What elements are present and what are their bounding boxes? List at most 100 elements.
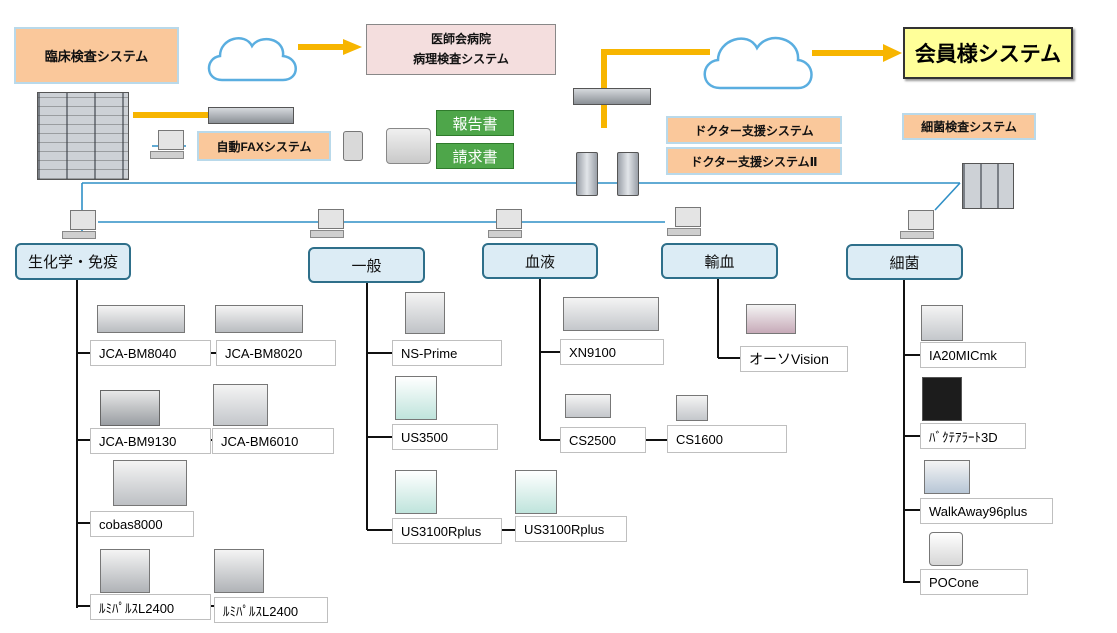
category-transfusion-label: 輸血: [704, 253, 735, 271]
invoice-doc: 請求書: [436, 143, 514, 169]
analyzer-image: [924, 460, 970, 494]
pathology-line1: 医師会病院: [430, 32, 491, 46]
device-lumipulse-1-label: ﾙﾐﾊﾟﾙｽL2400: [99, 600, 175, 616]
device-ortho-vision: オーソVision: [740, 346, 848, 372]
arrow-to-pathology: [343, 39, 362, 55]
device-pocone: POCone: [920, 569, 1028, 595]
report-label: 報告書: [452, 115, 498, 133]
server-tower-icon: [576, 152, 598, 196]
device-us3100-1: US3100Rplus: [392, 518, 502, 544]
category-general-label: 一般: [351, 257, 382, 275]
analyzer-image: [515, 470, 557, 514]
device-xn9100: XN9100: [560, 339, 664, 365]
doctor-support-label-1: ドクター支援システム: [694, 123, 814, 138]
server-tower-icon: [617, 152, 639, 196]
device-bm8020: JCA-BM8020: [216, 340, 336, 366]
pc-icon: [62, 210, 96, 239]
device-us3500-label: US3500: [401, 429, 448, 445]
device-ortho-vision-label: オーソVision: [749, 351, 829, 367]
device-lumipulse-2-label: ﾙﾐﾊﾟﾙｽL2400: [223, 603, 299, 619]
server-rack-icon: [37, 92, 129, 180]
pc-icon: [150, 130, 184, 159]
invoice-label: 請求書: [452, 148, 498, 166]
analyzer-image: [676, 395, 708, 421]
pathology-system-box: 医師会病院 病理検査システム: [366, 24, 556, 75]
clinical-system-label: 臨床検査システム: [44, 49, 149, 64]
device-cs1600-label: CS1600: [676, 431, 723, 447]
device-us3100-2-label: US3100Rplus: [524, 521, 605, 537]
device-walkaway-label: WalkAway96plus: [929, 503, 1028, 519]
device-cobas8000-label: cobas8000: [99, 516, 163, 532]
fax-system-label: 自動FAXシステム: [216, 139, 312, 154]
device-bm9130-label: JCA-BM9130: [99, 433, 177, 449]
device-us3100-2: US3100Rplus: [515, 516, 627, 542]
doctor-support-box-2: ドクター支援システムⅡ: [666, 147, 842, 175]
network-switch-icon: [573, 88, 651, 105]
category-general: 一般: [308, 247, 425, 283]
analyzer-image: [97, 305, 185, 333]
device-cs2500-label: CS2500: [569, 432, 616, 448]
doctor-support-label-2: ドクター支援システムⅡ: [690, 154, 818, 169]
analyzer-image: [405, 292, 445, 334]
analyzer-image: [929, 532, 963, 566]
server-rack-icon: [962, 163, 1014, 209]
device-xn9100-label: XN9100: [569, 344, 616, 360]
analyzer-image: [395, 470, 437, 514]
fax-system-box: 自動FAXシステム: [197, 131, 331, 161]
device-ns-prime-label: NS-Prime: [401, 345, 458, 361]
device-ns-prime: NS-Prime: [392, 340, 502, 366]
category-blood-label: 血液: [524, 253, 555, 271]
pc-icon: [488, 209, 522, 238]
device-bm8020-label: JCA-BM8020: [225, 345, 303, 361]
pc-icon: [667, 207, 701, 236]
device-ia20-label: IA20MICmk: [929, 347, 997, 363]
analyzer-image: [214, 549, 264, 593]
report-doc: 報告書: [436, 110, 514, 136]
analyzer-image: [215, 305, 303, 333]
printer-icon: [386, 128, 431, 164]
analyzer-image: [921, 305, 963, 341]
device-bm8040-label: JCA-BM8040: [99, 345, 177, 361]
arrow-to-member: [883, 44, 902, 62]
category-bacteria-label: 細菌: [889, 254, 920, 272]
category-transfusion: 輸血: [661, 243, 778, 279]
analyzer-image: [100, 549, 150, 593]
device-lumipulse-1: ﾙﾐﾊﾟﾙｽL2400: [90, 594, 211, 620]
analyzer-image: [746, 304, 796, 334]
device-cobas8000: cobas8000: [90, 511, 194, 537]
category-blood: 血液: [482, 243, 598, 279]
receipt-printer-icon: [343, 131, 363, 161]
bacteria-system-label: 細菌検査システム: [921, 120, 1017, 134]
cloud-icon: [207, 37, 297, 82]
pc-icon: [310, 209, 344, 238]
network-switch-icon: [208, 107, 294, 124]
analyzer-image: [113, 460, 187, 506]
category-biochem: 生化学・免疫: [15, 243, 131, 280]
cloud-icon: [703, 36, 813, 90]
member-system-label: 会員様システム: [914, 43, 1062, 66]
device-bactalert: ﾊﾞｸﾃｱﾗｰﾄ3D: [920, 423, 1026, 449]
member-system-box: 会員様システム: [903, 27, 1073, 79]
pc-icon: [900, 210, 934, 239]
pathology-line2: 病理検査システム: [413, 52, 509, 66]
bacteria-system-box: 細菌検査システム: [902, 113, 1036, 140]
analyzer-image: [563, 297, 659, 331]
doctor-support-box-1: ドクター支援システム: [666, 116, 842, 144]
device-lumipulse-2: ﾙﾐﾊﾟﾙｽL2400: [214, 597, 328, 623]
device-bm6010: JCA-BM6010: [212, 428, 334, 454]
analyzer-image: [565, 394, 611, 418]
analyzer-image: [922, 377, 962, 421]
analyzer-image: [100, 390, 160, 426]
device-pocone-label: POCone: [929, 574, 979, 590]
category-bacteria: 細菌: [846, 244, 963, 280]
analyzer-image: [395, 376, 437, 420]
device-walkaway: WalkAway96plus: [920, 498, 1053, 524]
device-cs2500: CS2500: [560, 427, 646, 453]
device-bm6010-label: JCA-BM6010: [221, 433, 299, 449]
category-biochem-label: 生化学・免疫: [27, 254, 118, 271]
analyzer-image: [213, 384, 268, 426]
device-cs1600: CS1600: [667, 425, 787, 453]
device-bactalert-label: ﾊﾞｸﾃｱﾗｰﾄ3D: [929, 429, 998, 445]
device-bm8040: JCA-BM8040: [90, 340, 211, 366]
device-us3100-1-label: US3100Rplus: [401, 523, 482, 539]
